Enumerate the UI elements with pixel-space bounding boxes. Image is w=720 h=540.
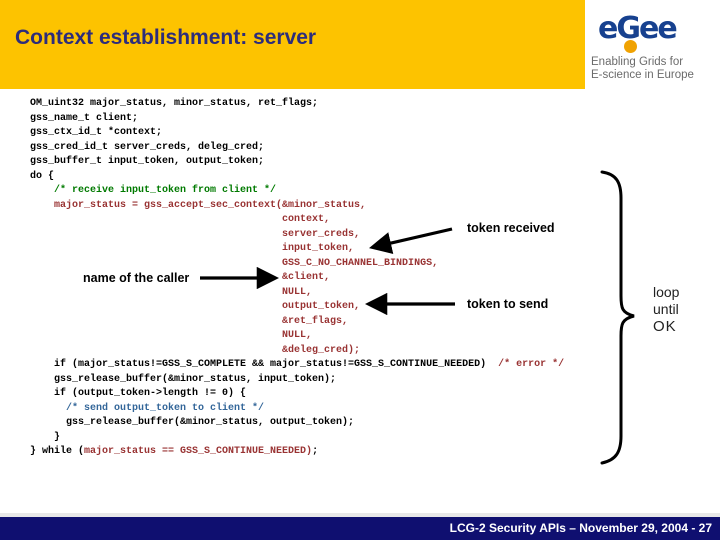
code-line: output_token, bbox=[30, 301, 361, 312]
header-band: Context establishment: server bbox=[0, 0, 585, 89]
egee-orange-dot-icon bbox=[624, 40, 637, 53]
code-line: OM_uint32 major_status, minor_status, re… bbox=[30, 98, 319, 109]
code-line: if (output_token->length != 0) { bbox=[30, 388, 247, 399]
code-line: gss_buffer_t input_token, output_token; bbox=[30, 156, 265, 167]
egee-logo: eGee Enabling Grids for E-science in Eur… bbox=[585, 0, 720, 93]
loop-line2: until bbox=[653, 301, 679, 317]
egee-tagline-line2: E-science in Europe bbox=[591, 69, 694, 81]
code-line: /* send output_token to client */ bbox=[66, 402, 265, 414]
code-line: input_token, bbox=[30, 243, 355, 254]
code-line: do { bbox=[30, 170, 55, 182]
code-line: } bbox=[30, 431, 61, 443]
code-line: NULL, bbox=[30, 330, 313, 341]
code-line: gss_cred_id_t server_creds, deleg_cred; bbox=[30, 141, 265, 153]
code-line: server_creds, bbox=[30, 228, 361, 240]
code-block: OM_uint32 major_status, minor_status, re… bbox=[30, 97, 564, 460]
footer-text: LCG-2 Security APIs – November 29, 2004 … bbox=[449, 521, 712, 535]
egee-wordmark: eGee bbox=[598, 11, 678, 46]
code-line: &ret_flags, bbox=[30, 315, 349, 327]
code-line: GSS_C_NO_CHANNEL_BINDINGS, bbox=[30, 257, 439, 269]
code-line: context, bbox=[30, 214, 331, 225]
code-line: } while (major_status == GSS_S_CONTINUE_… bbox=[30, 446, 319, 457]
label-token-to-send: token to send bbox=[467, 297, 549, 311]
loop-brace-icon bbox=[600, 170, 635, 465]
egee-tagline: Enabling Grids for E-science in Europe bbox=[591, 56, 716, 82]
footer-separator bbox=[0, 513, 720, 517]
code-line: gss_release_buffer(&minor_status, output… bbox=[30, 417, 355, 428]
page-title: Context establishment: server bbox=[15, 26, 317, 49]
label-loop-until-ok: loop until OK bbox=[653, 284, 679, 335]
label-token-received: token received bbox=[467, 221, 555, 235]
egee-tagline-line1: Enabling Grids for bbox=[591, 56, 684, 68]
code-line: /* receive input_token from client */ bbox=[54, 185, 277, 196]
loop-line3: OK bbox=[653, 318, 677, 335]
code-line: major_status = gss_accept_sec_context(&m… bbox=[30, 199, 367, 211]
code-line: &deleg_cred); bbox=[30, 344, 361, 356]
code-line: gss_ctx_id_t *context; bbox=[30, 127, 163, 138]
loop-line1: loop bbox=[653, 284, 680, 300]
code-line: &client, bbox=[30, 272, 331, 283]
code-line: gss_release_buffer(&minor_status, input_… bbox=[30, 373, 337, 385]
footer-bar: LCG-2 Security APIs – November 29, 2004 … bbox=[0, 517, 720, 540]
label-name-of-caller: name of the caller bbox=[83, 271, 190, 285]
code-line: NULL, bbox=[30, 286, 313, 298]
code-line: if (major_status!=GSS_S_COMPLETE && majo… bbox=[30, 359, 565, 370]
code-line: gss_name_t client; bbox=[30, 112, 139, 124]
